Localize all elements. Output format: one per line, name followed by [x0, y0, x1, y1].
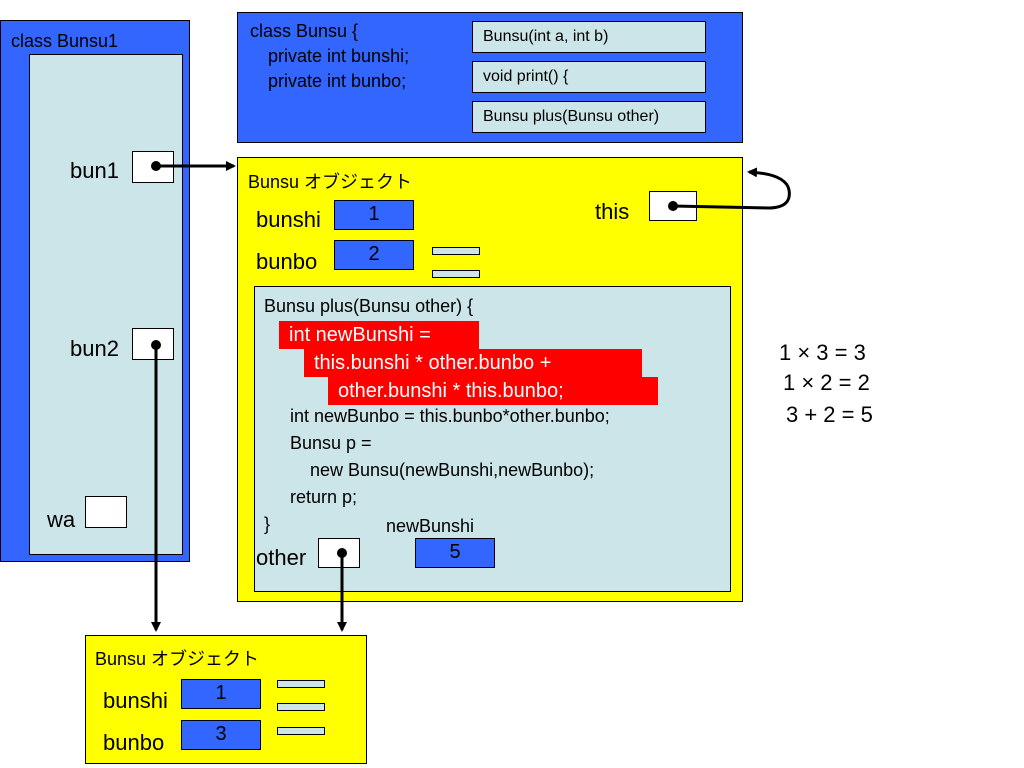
this-ref	[649, 191, 697, 221]
var-bun1-ref	[132, 151, 174, 183]
object2-method-stub-3	[277, 727, 325, 735]
main-class-body	[29, 54, 183, 555]
object1-bunshi-value: 1	[334, 200, 414, 230]
calc-line-1: 1 × 3 = 3	[779, 340, 866, 365]
highlight-line-2: this.bunshi * other.bunbo +	[304, 349, 642, 377]
object2-bunbo-label: bunbo	[103, 730, 165, 755]
object1-title: Bunsu オブジェクト	[248, 172, 413, 192]
object1-method-stub-1	[432, 247, 480, 255]
object2-method-stub-2	[277, 703, 325, 711]
var-bun2-label: bun2	[70, 336, 119, 361]
var-wa-ref	[85, 496, 127, 528]
bunsu-class-decl: class Bunsu {	[250, 21, 359, 41]
object2-bunbo-value: 3	[181, 720, 261, 750]
var-bun1-label: bun1	[70, 158, 119, 183]
calc-line-2: 1 × 2 = 2	[783, 370, 870, 395]
code-line-close-brace: }	[264, 514, 271, 534]
this-label: this	[595, 199, 630, 224]
calc-line-3: 3 + 2 = 5	[786, 402, 873, 427]
new-bunshi-label: newBunshi	[386, 516, 475, 536]
plus-method-header: Bunsu plus(Bunsu other) {	[264, 296, 474, 316]
code-line-newbunbo: int newBunbo = this.bunbo*other.bunbo;	[290, 406, 610, 426]
highlight-line-3: other.bunshi * this.bunbo;	[328, 377, 658, 405]
object2-title: Bunsu オブジェクト	[95, 649, 260, 669]
bunsu-class-box: class Bunsu { private int bunshi; privat…	[237, 12, 743, 143]
main-class-box: class Bunsu1	[0, 20, 190, 562]
code-line-bunsu-p: Bunsu p =	[290, 433, 372, 453]
main-class-title: class Bunsu1	[11, 31, 119, 51]
method-print: void print() {	[472, 61, 706, 93]
var-wa-label: wa	[47, 507, 76, 532]
object2-bunshi-value: 1	[181, 679, 261, 709]
object1-bunshi-label: bunshi	[256, 207, 321, 232]
highlight-line-1: int newBunshi =	[279, 321, 479, 349]
other-ref	[318, 538, 360, 568]
other-label: other	[256, 545, 307, 570]
method-constructor: Bunsu(int a, int b)	[472, 21, 706, 53]
object1-bunbo-value: 2	[334, 240, 414, 270]
object1-method-stub-2	[432, 270, 480, 278]
code-line-new-bunsu: new Bunsu(newBunshi,newBunbo);	[310, 460, 595, 480]
object2-bunshi-label: bunshi	[103, 688, 168, 713]
method-plus: Bunsu plus(Bunsu other)	[472, 101, 706, 133]
object1-bunbo-label: bunbo	[256, 249, 318, 274]
bunsu-field-bunshi: private int bunshi;	[268, 46, 410, 66]
code-line-return: return p;	[290, 487, 358, 507]
var-bun2-ref	[132, 328, 174, 360]
object2-method-stub-1	[277, 680, 325, 688]
new-bunshi-value: 5	[415, 538, 495, 568]
bunsu-field-bunbo: private int bunbo;	[268, 71, 407, 91]
